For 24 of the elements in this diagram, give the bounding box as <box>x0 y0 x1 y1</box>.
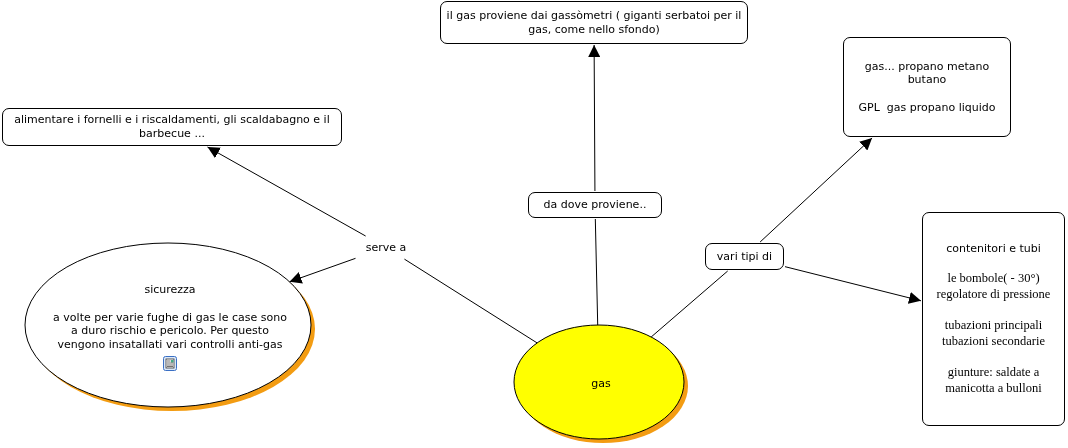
node-heading: contenitori e tubi <box>946 241 1041 256</box>
node-text: da dove proviene.. <box>543 198 647 212</box>
concept-box <box>843 37 1011 137</box>
concept-box <box>440 1 748 44</box>
concept-box <box>2 108 342 146</box>
arrow <box>588 44 601 192</box>
node-text: le bombole( - 30°) regolatore di pressione <box>935 271 1052 303</box>
node-heading: sicurezza <box>144 283 196 297</box>
concept-box <box>705 243 784 270</box>
node-text: gas <box>591 377 611 391</box>
node-text: tubazioni principali tubazioni secondarie <box>940 318 1047 350</box>
node-text: a volte per varie fughe di gas le case sono a duro rischio e pericolo. Per questo vengono insatallati vari controlli anti-gas <box>52 310 288 352</box>
node-text: alimentare i fornelli e i riscaldamenti, gli scaldabagno e il barbecue ... <box>13 113 331 141</box>
concept-box <box>922 212 1065 426</box>
node-text: il gas proviene dai gassòmetri ( giganti serbatoi per il gas, come nello sfondo) <box>445 8 743 37</box>
arrow <box>207 146 367 237</box>
concept-box <box>528 192 662 218</box>
arrow <box>784 266 922 304</box>
node-text: vari tipi di <box>716 249 773 264</box>
node-text: GPL gas propano liquido <box>858 100 996 115</box>
arrow <box>759 137 873 243</box>
node-heading: gas... propano metano butano <box>863 59 991 87</box>
arrow <box>289 257 356 284</box>
node-text: giunture: saldate a manicotta a bulloni <box>944 364 1043 397</box>
